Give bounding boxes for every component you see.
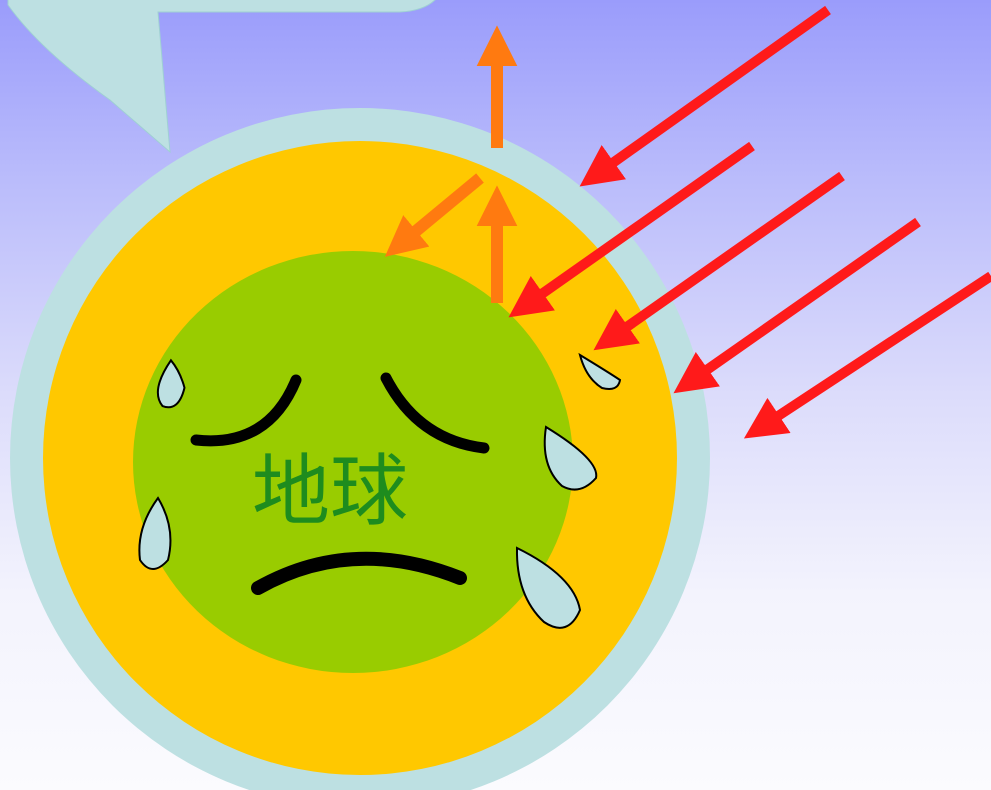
incoming-arrow (607, 10, 828, 167)
earth-label: 地球 (252, 447, 408, 537)
incoming-arrow (621, 176, 842, 331)
